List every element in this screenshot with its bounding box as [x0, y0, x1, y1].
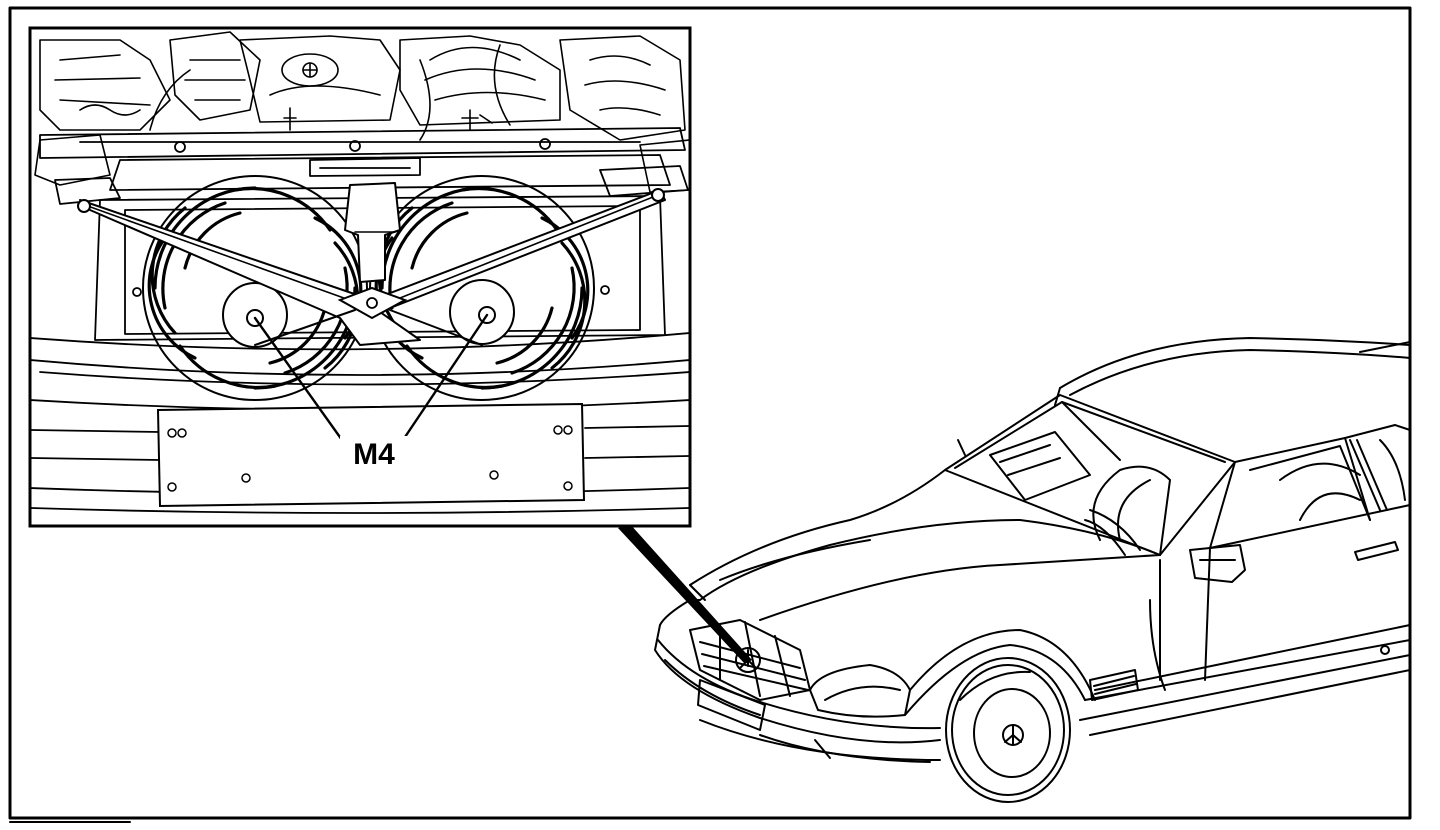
- radiator-top-bar: [39, 127, 689, 205]
- car-overview: [654, 337, 1411, 803]
- detail-leader: [618, 524, 752, 664]
- front-wheel: [945, 657, 1071, 803]
- door-handle: [1354, 541, 1399, 561]
- callout-label-m4: M4: [353, 438, 395, 471]
- convertible-roof: [1059, 337, 1411, 389]
- callout-leaders: [253, 313, 489, 442]
- headlight: [809, 664, 911, 718]
- cooling-fan-right: [369, 175, 595, 401]
- side-mirror: [1189, 544, 1246, 583]
- detail-inset: M4: [28, 26, 692, 528]
- car-interior: [1092, 465, 1171, 556]
- front-license-plate: [697, 679, 766, 731]
- grille-emblem: [735, 647, 761, 673]
- engine-compartment: [34, 31, 689, 193]
- cross-brace: [77, 182, 666, 346]
- outer-frame: [8, 6, 1412, 820]
- door-window: [1209, 424, 1411, 549]
- front-fascia: [659, 599, 701, 626]
- side-marker: [1089, 669, 1139, 701]
- hood: [689, 469, 946, 586]
